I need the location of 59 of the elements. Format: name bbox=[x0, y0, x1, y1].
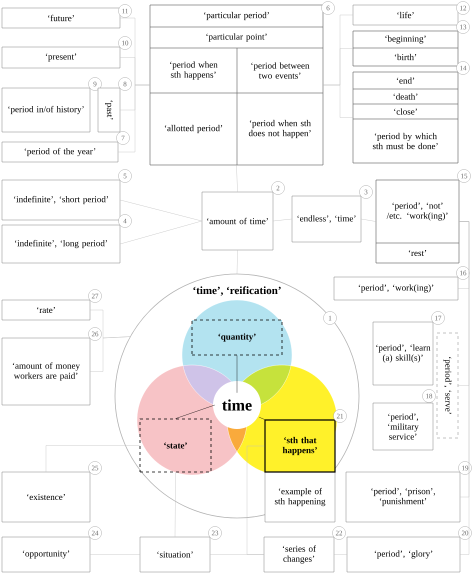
node-label: ‘period when sth happens’ bbox=[170, 61, 218, 80]
connector-line bbox=[236, 250, 238, 274]
node-label: ‘rest’ bbox=[408, 250, 426, 256]
connector-line bbox=[118, 84, 150, 152]
node-label: ‘period between two events’ bbox=[251, 62, 310, 79]
label-box: ‘indefinite’, ‘long period’ bbox=[2, 224, 120, 264]
label-box: ‘period’, ‘glory’ bbox=[346, 536, 460, 572]
label-box: ‘period in/of history’ bbox=[2, 88, 90, 132]
connector-line bbox=[273, 218, 292, 222]
connector-line bbox=[361, 218, 376, 222]
node-label: ‘period’, ‘not’ /etc. ‘work(ing)’ bbox=[386, 202, 448, 221]
table-box: ‘period’, ‘not’ /etc. ‘work(ing)’ ‘rest’ bbox=[376, 180, 460, 264]
connector-line bbox=[459, 221, 470, 555]
center-label: time bbox=[222, 399, 252, 411]
label-box: ‘situation’ bbox=[140, 536, 210, 572]
connector-line bbox=[236, 165, 238, 192]
table-box: ‘end’ ‘death’ ‘close’ ‘period by which sth must be done’ bbox=[352, 72, 458, 164]
connector-line bbox=[120, 200, 202, 222]
label-box: ‘opportunity’ bbox=[2, 536, 90, 572]
connector-line bbox=[259, 417, 265, 420]
label-box: ‘period’, ‘military service’ bbox=[372, 402, 434, 450]
table-box: ‘beginning’ ‘birth’ bbox=[352, 30, 458, 66]
label-box: ‘life’ bbox=[352, 4, 458, 26]
label-box: ‘amount of money workers are paid’ bbox=[2, 338, 90, 406]
node-label: ‘period by which sth must be done’ bbox=[372, 132, 438, 150]
node-label: ‘period when sth does not happen’ bbox=[248, 120, 311, 138]
label-box: ‘period’, ‘learn (a) skill(s)’ bbox=[372, 322, 434, 386]
label-box: ‘past’ bbox=[98, 88, 120, 132]
label-box: ‘indefinite’, ‘short period’ bbox=[2, 180, 120, 220]
node-label: ‘close’ bbox=[394, 108, 417, 115]
label-box: ‘existence’ bbox=[2, 472, 90, 522]
label-box: ‘series of changes’ bbox=[264, 536, 334, 572]
connector-line bbox=[210, 554, 264, 555]
label-box: ‘period’, ‘work(ing)’ bbox=[334, 276, 458, 300]
node-label: ‘end’ bbox=[396, 77, 414, 84]
node-label: ‘particular period’ bbox=[204, 12, 269, 20]
connector-line bbox=[90, 336, 130, 372]
label-box: ‘example of sth happening bbox=[264, 472, 336, 522]
circle-title: ‘time’, ‘reification’ bbox=[193, 286, 281, 296]
label-box: ‘endless’, ‘time’ bbox=[292, 196, 362, 242]
dashed-box: ‘quantity’ bbox=[192, 320, 282, 356]
label-box: ‘amount of time’ bbox=[202, 192, 274, 250]
label-box: ‘rate’ bbox=[2, 300, 90, 320]
connector-line bbox=[236, 355, 238, 393]
connector-line bbox=[323, 84, 353, 118]
label-box: ‘period’, ‘prison’, ‘punishment’ bbox=[346, 472, 460, 522]
connector-line bbox=[120, 220, 202, 244]
label-box: ‘period of the year’ bbox=[2, 142, 118, 162]
connector-line bbox=[175, 404, 215, 419]
table-box: ‘particular period’ ‘particular point’ ‘period when sth happens’ ‘period between two events’ ‘allotted period’ ‘period when sth does not happen’ bbox=[150, 4, 324, 166]
connector-line bbox=[246, 446, 265, 555]
node-label: ‘allotted period’ bbox=[164, 124, 222, 134]
highlighted-box: ‘sth that happens’ bbox=[264, 419, 336, 473]
node-label: ‘death’ bbox=[394, 93, 418, 100]
label-box: ‘present’ bbox=[2, 46, 120, 68]
dashed-box: ‘state’ bbox=[140, 418, 212, 472]
connector-line bbox=[46, 445, 140, 472]
node-label: ‘particular point’ bbox=[206, 33, 267, 42]
connector-line bbox=[174, 472, 176, 537]
